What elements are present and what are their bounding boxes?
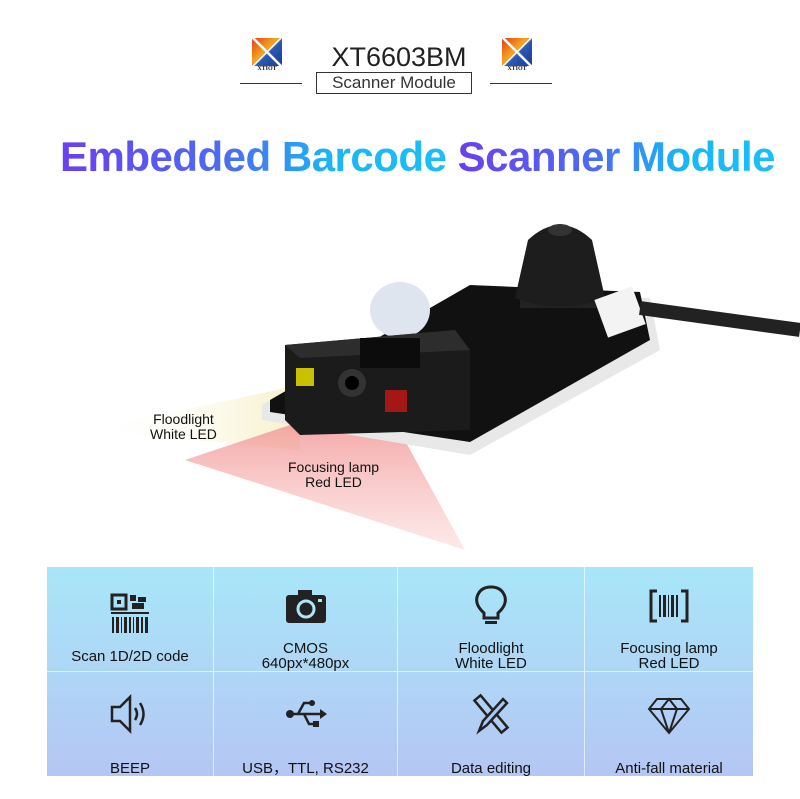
ruler-pencil-icon [469, 684, 513, 735]
feature-scan-code: Scan 1D/2D code [47, 567, 214, 672]
label: Red LED [305, 474, 362, 490]
feature-interfaces: USB，TTL, RS232 [214, 672, 398, 776]
label: Anti-fall material [615, 760, 723, 777]
divider [490, 83, 552, 84]
label: CMOS [282, 640, 328, 657]
feature-data-editing: Data editing [398, 672, 585, 776]
brand-logo-left: XTIOT [250, 38, 284, 76]
label: Focusing lamp [288, 459, 380, 475]
white-light-beam [90, 385, 300, 450]
barcode-scan-icon [647, 579, 691, 627]
label: XTIOT [507, 66, 527, 72]
brand-logo-right: XTIOT [500, 38, 534, 76]
label: Scanner Module [457, 133, 776, 180]
label: Embedded Barcode [60, 133, 447, 180]
buzzer [515, 225, 605, 307]
label: Scan 1D/2D code [71, 648, 189, 665]
label: Floodlight [153, 411, 214, 427]
divider [240, 83, 302, 84]
label: White LED [150, 426, 217, 442]
label: USB，TTL, RS232 [242, 760, 369, 777]
label: 640px*480px [261, 655, 350, 672]
model-name: XT6603BM [331, 42, 467, 72]
label: Floodlight [458, 640, 524, 657]
label: BEEP [109, 760, 151, 777]
feature-beep: BEEP [47, 672, 214, 776]
product-subtitle: Scanner Module [316, 72, 472, 94]
speaker-icon [108, 684, 152, 735]
diamond-icon [647, 684, 691, 735]
lightbulb-icon [469, 579, 513, 627]
usb-icon [284, 684, 328, 735]
product-photo [0, 180, 800, 560]
page-title: Embedded Barcode Scanner Module [0, 133, 800, 181]
label: Focusing lamp [620, 640, 718, 657]
feature-anti-fall: Anti-fall material [585, 672, 753, 776]
label: Data editing [450, 760, 532, 777]
label: Red LED [638, 655, 700, 672]
qr-barcode-icon [108, 579, 152, 635]
label: White LED [455, 655, 527, 672]
label: XTIOT [257, 66, 277, 72]
camera-icon [284, 579, 328, 627]
